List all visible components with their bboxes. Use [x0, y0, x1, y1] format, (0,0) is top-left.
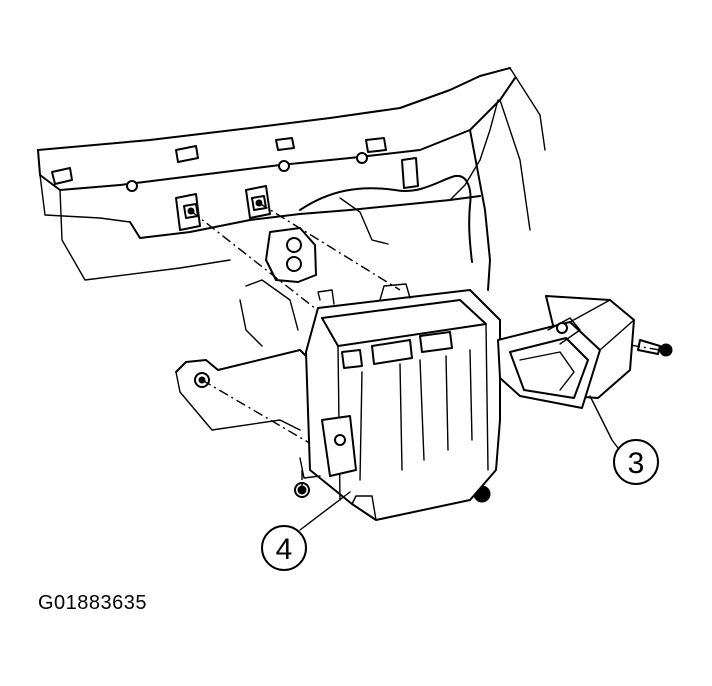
figure-code: G01883635: [38, 592, 148, 614]
callout-4: 4: [261, 525, 307, 571]
callout-4-label: 4: [276, 533, 293, 566]
callout-3: 3: [613, 439, 659, 485]
heater-unit: [299, 283, 501, 521]
leader-lines: [299, 395, 619, 531]
air-duct: [497, 295, 635, 409]
bolt-icon: [637, 339, 673, 357]
nut-icon: [294, 482, 310, 498]
callout-3-label: 3: [628, 447, 645, 480]
